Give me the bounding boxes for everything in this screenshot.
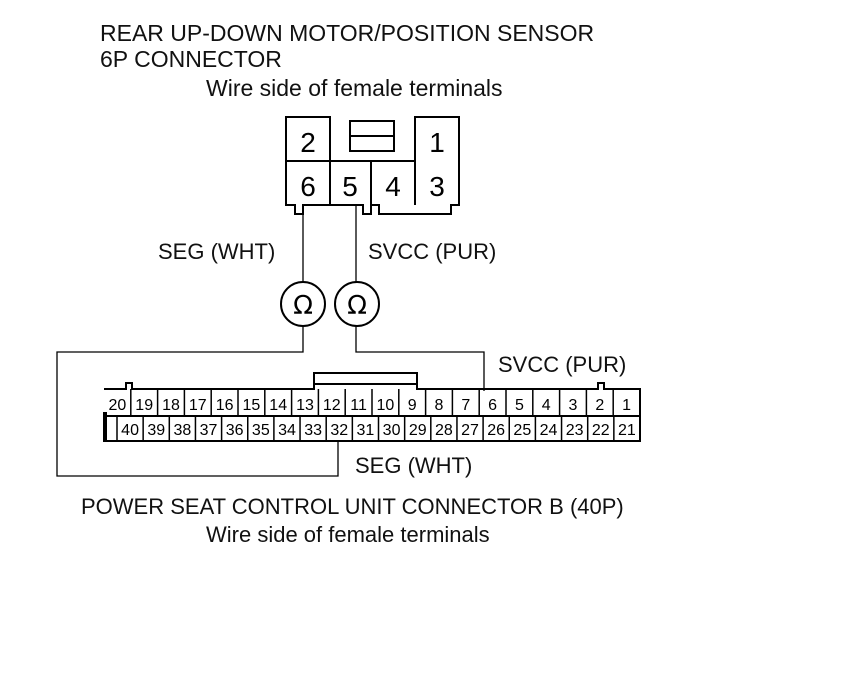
ohmmeter-svcc: Ω [334, 281, 380, 327]
cu-pin-7: 7 [461, 397, 470, 414]
cu-pin-3: 3 [569, 397, 578, 414]
cu-pin-30: 30 [383, 422, 401, 439]
cu-pin-11: 11 [350, 397, 367, 414]
svcc-wire-bottom [355, 326, 485, 391]
cu-pin-10: 10 [377, 397, 395, 414]
cu-pin-38: 38 [173, 422, 191, 439]
svcc-wire-label-right: SVCC (PUR) [498, 352, 627, 377]
cu-pin-16: 16 [216, 397, 234, 414]
ohmmeter-seg: Ω [280, 281, 326, 327]
cu-pin-24: 24 [540, 422, 558, 439]
cu-pin-27: 27 [461, 422, 479, 439]
sensor-pin-5: 5 [342, 171, 358, 202]
cu-pin-32: 32 [330, 422, 348, 439]
sensor-connector-side-note: Wire side of female terminals [206, 75, 503, 101]
sensor-pin-2: 2 [300, 127, 316, 158]
cu-pin-6: 6 [488, 397, 497, 414]
cu-pin-36: 36 [226, 422, 244, 439]
control-unit-connector-side-note: Wire side of female terminals [206, 522, 490, 547]
cu-pin-23: 23 [566, 422, 584, 439]
cu-pin-14: 14 [269, 397, 287, 414]
seg-wire-label-top: SEG (WHT) [158, 239, 276, 264]
ohmmeter-icon: Ω [347, 291, 367, 321]
cu-pin-2: 2 [595, 397, 604, 414]
sensor-6p-connector [285, 116, 460, 215]
cu-pin-12: 12 [323, 397, 341, 414]
cu-pin-5: 5 [515, 397, 524, 414]
ohmmeter-icon: Ω [293, 291, 313, 321]
cu-pin-28: 28 [435, 422, 453, 439]
cu-pin-25: 25 [513, 422, 531, 439]
cu-pin-20: 20 [109, 397, 127, 414]
sensor-pin-3: 3 [429, 171, 445, 202]
wires [56, 205, 485, 477]
cu-pin-4: 4 [542, 397, 551, 414]
control-unit-connector-title: POWER SEAT CONTROL UNIT CONNECTOR B (40P… [81, 494, 624, 519]
sensor-pin-1: 1 [429, 127, 445, 158]
sensor-pin-4: 4 [385, 171, 401, 202]
cu-pin-9: 9 [408, 397, 417, 414]
cu-pin-13: 13 [296, 397, 314, 414]
cu-pin-40: 40 [121, 422, 139, 439]
cu-pin-29: 29 [409, 422, 427, 439]
seg-wire-bottom [56, 326, 339, 477]
cu-pin-31: 31 [357, 422, 375, 439]
cu-pin-22: 22 [592, 422, 610, 439]
cu-pin-37: 37 [200, 422, 218, 439]
cu-pin-17: 17 [189, 397, 207, 414]
cu-pin-33: 33 [304, 422, 322, 439]
sensor-connector-subtitle-type: 6P CONNECTOR [100, 46, 282, 72]
cu-pin-21: 21 [618, 422, 636, 439]
cu-pin-18: 18 [162, 397, 180, 414]
svcc-wire-label-top: SVCC (PUR) [368, 239, 497, 264]
cu-pin-19: 19 [135, 397, 153, 414]
cu-pin-15: 15 [243, 397, 261, 414]
cu-pin-1: 1 [622, 397, 631, 414]
cu-pin-39: 39 [147, 422, 165, 439]
cu-pin-8: 8 [435, 397, 444, 414]
sensor-connector-title: REAR UP-DOWN MOTOR/POSITION SENSOR [100, 20, 595, 46]
sensor-pin-6: 6 [300, 171, 316, 202]
cu-pin-35: 35 [252, 422, 270, 439]
cu-pin-26: 26 [487, 422, 505, 439]
cu-pin-34: 34 [278, 422, 296, 439]
seg-wire-label-bottom: SEG (WHT) [355, 453, 473, 478]
